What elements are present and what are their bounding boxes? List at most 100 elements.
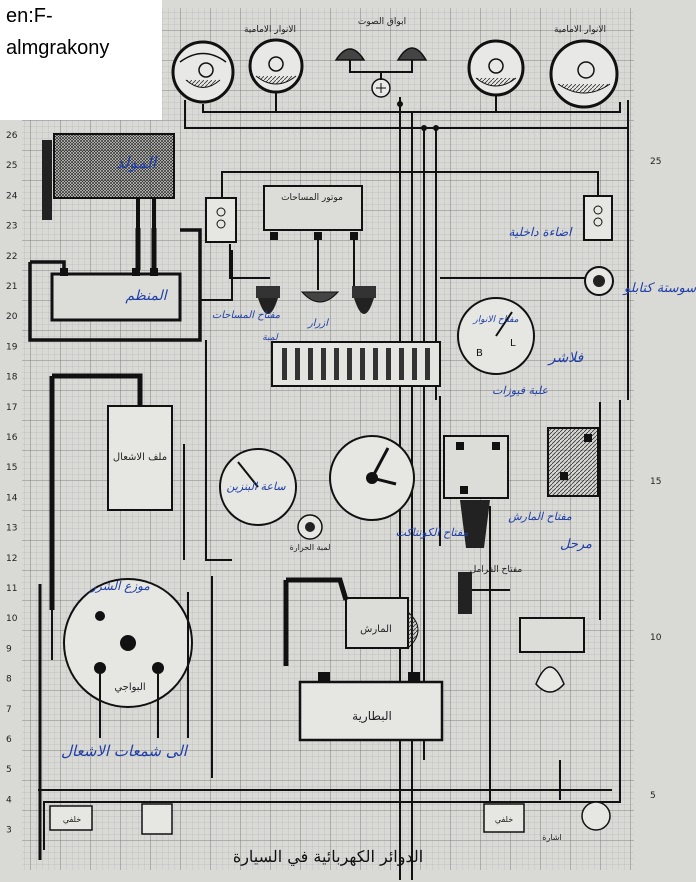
left-scale-number: 26 bbox=[6, 131, 18, 141]
fuse bbox=[412, 348, 417, 380]
fuse bbox=[321, 348, 326, 380]
label-starter-switch: مفتاح المارش bbox=[508, 510, 572, 523]
fuse bbox=[334, 348, 339, 380]
tail-lamp-left bbox=[49, 805, 93, 831]
left-scale-number: 7 bbox=[6, 705, 12, 715]
left-scale-number: 19 bbox=[6, 342, 18, 352]
alternator bbox=[42, 133, 175, 228]
left-scale-number: 9 bbox=[6, 644, 12, 654]
right-scale: 25 15 10 5 bbox=[650, 157, 662, 801]
label-head-right: الانوار الامامية bbox=[554, 25, 606, 35]
fuse-strips bbox=[282, 348, 430, 380]
caption-line-1: en:F- bbox=[6, 5, 53, 27]
fuse bbox=[399, 348, 404, 380]
label-regulator: المنظم bbox=[125, 288, 168, 304]
label-temp-light: لمبة الحرارة bbox=[290, 543, 331, 552]
tail-lamp-left-2 bbox=[141, 803, 173, 835]
label-starter: المارش bbox=[360, 624, 392, 635]
label-wiper-switch: مفتاح المساحات bbox=[212, 310, 281, 321]
right-scale-number: 10 bbox=[650, 633, 662, 643]
left-scale-number: 10 bbox=[6, 614, 18, 624]
fuse bbox=[386, 348, 391, 380]
horn-left bbox=[334, 48, 366, 61]
label-signal: اشارة bbox=[542, 833, 561, 842]
distributor bbox=[63, 578, 193, 708]
fuse bbox=[360, 348, 365, 380]
tail-lamp-right bbox=[483, 803, 525, 833]
left-scale-number: 15 bbox=[6, 463, 17, 473]
horn-buttons-knob bbox=[300, 291, 340, 303]
ignition-switch bbox=[329, 435, 415, 521]
label-fuel-gauge: ساعة البنزين bbox=[226, 480, 286, 493]
label-fuse-box: علبة فيوزات bbox=[492, 384, 548, 397]
headlamp-left-inner bbox=[248, 38, 304, 94]
frame-wires bbox=[38, 128, 629, 850]
svg-text:B: B bbox=[476, 348, 483, 359]
headlamp-left-outer bbox=[171, 40, 235, 104]
label-tail-right: خلفي bbox=[495, 815, 513, 824]
label-wiper-motor: موتور المساحات bbox=[281, 193, 343, 203]
label-tail-left: خلفي bbox=[63, 815, 81, 824]
relay-right bbox=[547, 427, 599, 497]
left-scale-number: 17 bbox=[6, 403, 17, 413]
fuse bbox=[425, 348, 430, 380]
label-light-switch: مفتاح الانوار bbox=[472, 315, 518, 325]
tail-lamp-right-2 bbox=[581, 801, 611, 831]
courtesy-light-knob bbox=[352, 286, 376, 314]
left-scale-number: 16 bbox=[6, 433, 18, 443]
left-scale: 2625242322212019181716151413121110987654… bbox=[6, 131, 18, 836]
right-side-motor bbox=[583, 195, 613, 241]
left-scale-number: 20 bbox=[6, 312, 18, 322]
ignition-coil bbox=[107, 405, 173, 511]
fuse bbox=[308, 348, 313, 380]
horn-right bbox=[396, 47, 428, 61]
left-scale-number: 24 bbox=[6, 191, 18, 201]
left-scale-number: 14 bbox=[6, 493, 18, 503]
temp-light-bulb bbox=[297, 514, 323, 540]
rear-switch bbox=[519, 617, 585, 653]
left-scale-number: 11 bbox=[6, 584, 17, 594]
left-scale-number: 25 bbox=[6, 161, 17, 171]
label-battery: البطارية bbox=[352, 709, 392, 724]
left-scale-number: 23 bbox=[6, 222, 17, 232]
fuse bbox=[282, 348, 287, 380]
label-alternator: المولد bbox=[116, 153, 158, 172]
left-scale-number: 18 bbox=[6, 373, 18, 383]
label-horns: ابواق الصوت bbox=[358, 17, 406, 27]
svg-text:L: L bbox=[510, 338, 516, 349]
label-relay: مرحل bbox=[560, 537, 592, 552]
left-scale-number: 13 bbox=[6, 524, 17, 534]
fuse bbox=[295, 348, 300, 380]
label-flasher: فلاشر bbox=[547, 350, 584, 366]
headlamp-right-inner bbox=[467, 39, 525, 97]
caption-box: en:F- almgrakony bbox=[0, 0, 162, 120]
left-scale-number: 21 bbox=[6, 282, 17, 292]
label-horn-buttons: ازرار bbox=[306, 318, 329, 329]
label-head-left: الانوار الامامية bbox=[244, 25, 296, 35]
caption-line-2: almgrakony bbox=[6, 37, 110, 59]
left-scale-number: 12 bbox=[6, 554, 17, 564]
right-scale-number: 15 bbox=[650, 477, 661, 487]
wiper-switch-knob bbox=[256, 286, 280, 314]
right-scale-number: 25 bbox=[650, 157, 661, 167]
label-distributor: موزع الشرر bbox=[88, 579, 150, 593]
left-side-motor bbox=[205, 197, 237, 243]
starter-switch-knob bbox=[460, 500, 490, 548]
label-coil: ملف الاشعال bbox=[113, 452, 167, 463]
label-brake-switch: مفتاح الفرامل bbox=[470, 565, 523, 575]
label-high-beam: لمبة bbox=[262, 333, 279, 343]
label-ignition-switch: مفتاح الكونتاكت bbox=[396, 526, 469, 539]
regulator bbox=[50, 268, 182, 322]
fuse bbox=[347, 348, 352, 380]
left-scale-number: 4 bbox=[6, 795, 12, 805]
left-scale-number: 6 bbox=[6, 735, 12, 745]
warning-lamp bbox=[584, 266, 614, 296]
left-scale-number: 8 bbox=[6, 675, 12, 685]
top-bus-wires bbox=[184, 60, 629, 880]
right-scale-number: 5 bbox=[650, 791, 656, 801]
wiper-motor bbox=[263, 185, 363, 240]
label-to-plugs: الى شمعات الاشعال bbox=[61, 742, 189, 760]
battery bbox=[298, 672, 444, 742]
